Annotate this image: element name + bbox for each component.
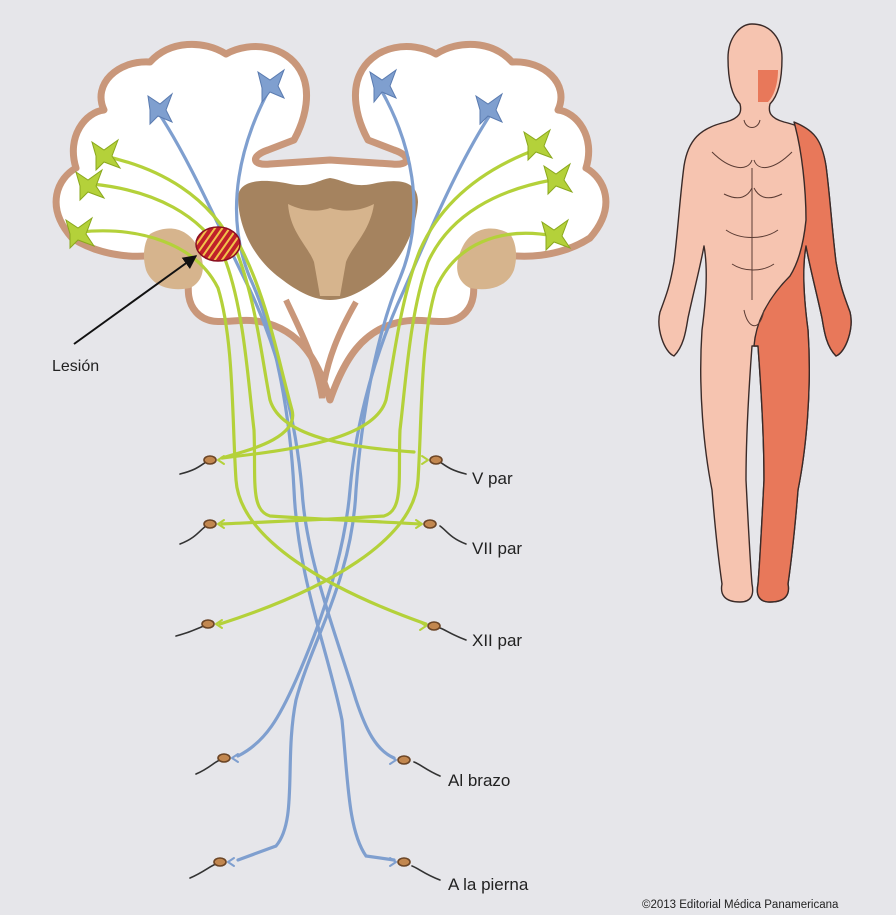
lower-motor-neuron-icon	[422, 456, 466, 474]
label-a-la-pierna: A la pierna	[448, 875, 529, 894]
label-al-brazo: Al brazo	[448, 771, 510, 790]
copyright-notice: ©2013 Editorial Médica Panamericana	[642, 899, 839, 911]
lower-motor-neuron-icon	[390, 858, 440, 880]
body-figure	[659, 24, 851, 602]
label-v-par: V par	[472, 469, 513, 488]
lower-motor-neuron-icon	[176, 620, 222, 636]
brain-coronal-section	[56, 44, 606, 400]
lesion-label: Lesión	[52, 358, 99, 375]
lower-motor-neuron-icon	[190, 858, 234, 878]
lower-motor-neuron-icon	[196, 754, 238, 774]
arrow-icon	[74, 256, 196, 344]
label-vii-par: VII par	[472, 539, 522, 558]
lower-motor-neuron-icon	[416, 520, 466, 544]
label-xii-par: XII par	[472, 631, 522, 650]
lesion-marker-icon	[196, 227, 240, 261]
lower-motor-neuron-icon	[180, 520, 224, 544]
lower-motor-neuron-icon	[180, 456, 224, 474]
nerve-labels: V par VII par XII par Al brazo A la pier…	[448, 469, 529, 894]
lower-motor-neuron-icon	[390, 756, 440, 776]
